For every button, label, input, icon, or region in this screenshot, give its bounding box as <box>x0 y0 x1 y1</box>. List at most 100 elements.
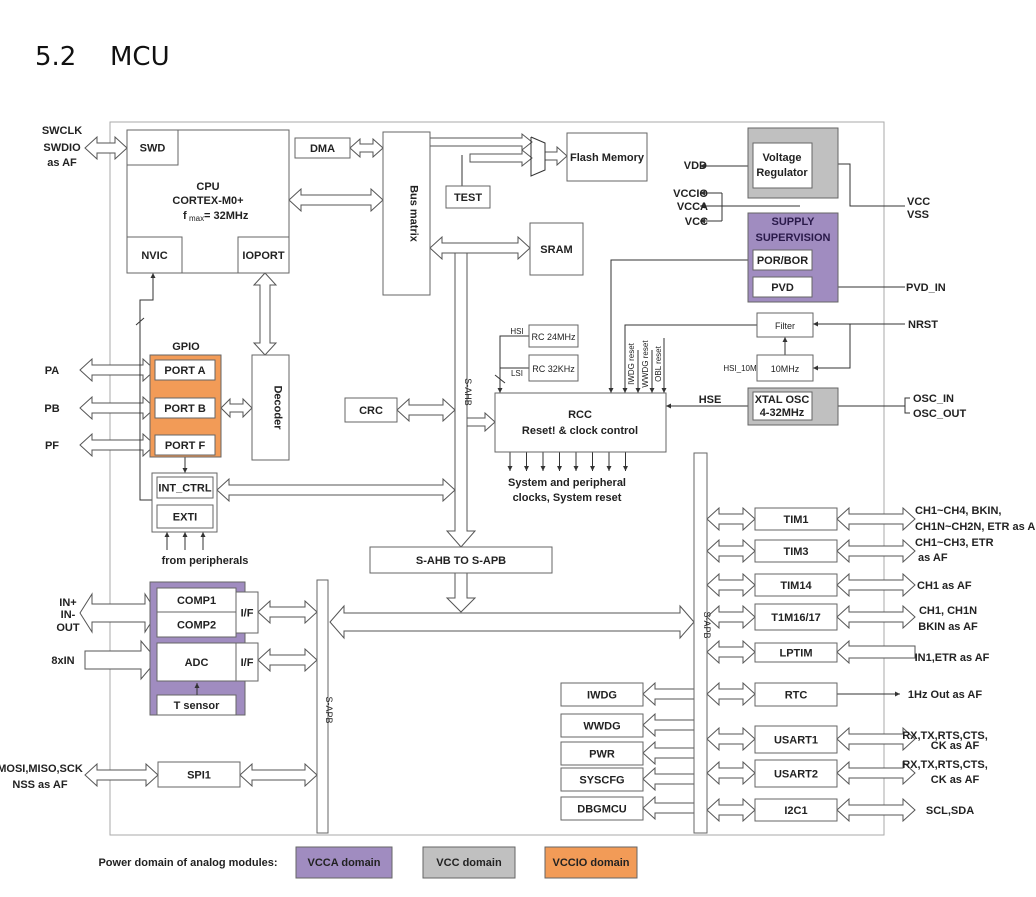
s-apb-bus-right <box>693 452 708 834</box>
test-flash-arrow <box>469 148 533 168</box>
rcc-clock-out-3-arrowhead <box>557 466 562 471</box>
lptim-block <box>754 642 838 663</box>
rc-24mhz-block-label: RC 24MHz <box>531 332 576 342</box>
comp1-block-label: COMP1 <box>177 595 216 607</box>
comp-interface-block-label: I/F <box>241 608 254 620</box>
legend-item-0: VCCA domain <box>308 857 381 869</box>
rc-32khz-block <box>528 354 579 382</box>
adc-block <box>156 642 237 682</box>
filter-block <box>756 312 814 338</box>
legend-label: Power domain of analog modules: <box>98 857 277 869</box>
cpu-fmax-sub: max <box>189 214 204 223</box>
usart1-block <box>754 725 838 754</box>
test-block <box>445 185 491 209</box>
nrst-10mhz-line-arrowhead <box>813 365 818 371</box>
vccio-line-arrowhead <box>700 190 705 196</box>
dbgmcu-block <box>560 796 644 821</box>
hsi-line-arrowhead <box>497 388 503 393</box>
por-rcc-line <box>610 259 753 393</box>
tim3-line2-signal: as AF <box>918 552 948 564</box>
irq-line-arrowhead <box>150 273 156 278</box>
intctrl-ahb-arrow <box>216 477 456 503</box>
rcc-clock-out-7-arrowhead <box>623 466 628 471</box>
vdd-signal: VDD <box>684 160 707 172</box>
iwdg-reset-line-arrowhead <box>635 388 641 393</box>
swd-af-signal: as AF <box>47 157 77 169</box>
pb-signal: PB <box>44 403 59 415</box>
lptim-block-label: LPTIM <box>780 648 813 660</box>
cpu-label: CPU <box>196 181 219 193</box>
osc10-filter-line-arrowhead <box>782 337 788 342</box>
wwdg-reset-line-arrowhead <box>649 388 655 393</box>
mux-flash-arrow <box>544 145 568 167</box>
adc-block-label: ADC <box>185 657 209 669</box>
lsi-signal: LSI <box>511 369 523 378</box>
sram-block <box>529 222 584 276</box>
obl-reset-signal: OBL reset <box>654 345 663 381</box>
nrst-line-arrowhead <box>813 321 818 327</box>
periph-io-arrow-2 <box>836 572 916 598</box>
tim16-line1-signal: CH1, CH1N <box>919 605 977 617</box>
tim3-block-label: TIM3 <box>783 546 808 558</box>
test-block-label: TEST <box>454 192 482 204</box>
periph-io-arrow-3 <box>836 604 916 630</box>
legend-swatch-0 <box>295 846 393 879</box>
s-apb-right-label: S-APB <box>702 611 712 638</box>
int-ctrl-block-label: INT_CTRL <box>158 483 211 495</box>
tim1-line1-signal: CH1~CH4, BKIN, <box>915 505 1002 517</box>
pvd-block <box>752 276 813 298</box>
pwr-block-label: PWR <box>589 749 615 761</box>
hsi-signal: HSI <box>510 327 523 336</box>
wwdg-block-label: WWDG <box>583 721 620 733</box>
por-rcc-line-arrowhead <box>608 388 614 393</box>
ioport-block-label: IOPORT <box>242 250 284 262</box>
wwdg-reset-signal: WWDG reset <box>641 340 650 388</box>
adc-in-arrow <box>84 639 158 681</box>
apb-sys-arrow-3 <box>642 766 695 792</box>
adc-interface-block-label: I/F <box>241 657 254 669</box>
sram-block-label: SRAM <box>540 244 572 256</box>
bus-matrix-block <box>382 131 431 296</box>
usart2-block-label: USART2 <box>774 769 818 781</box>
tim1-block-label: TIM1 <box>783 514 808 526</box>
irq-bus-slash <box>135 317 145 326</box>
section-heading: MCU <box>110 42 170 72</box>
rtc-out-line-arrowhead <box>895 691 900 697</box>
vcca-signal: VCCA <box>677 201 708 213</box>
s-ahb-label: S-AHB <box>463 378 473 406</box>
hse-line-arrowhead <box>666 403 671 409</box>
nvic-block <box>126 236 183 274</box>
vcc-signal: VCC <box>685 216 708 228</box>
swd-block-label: SWD <box>140 143 166 155</box>
dbgmcu-block-label: DBGMCU <box>577 804 627 816</box>
osc-out-signal: OSC_OUT <box>913 408 966 420</box>
periph-io-arrow-4 <box>836 726 916 752</box>
rc-32khz-block-label: RC 32KHz <box>532 364 575 374</box>
ahb-rcc-arrow <box>466 411 496 433</box>
osc-bracket <box>904 397 910 414</box>
ahb-apb-down-arrow <box>445 572 477 613</box>
legend-item-1: VCC domain <box>436 857 502 869</box>
usart1-block-label: USART1 <box>774 735 818 747</box>
voltage-regulator-label-1: Voltage <box>763 152 802 164</box>
port-f-block-label: PORT F <box>165 440 206 452</box>
port-b-block-label: PORT B <box>164 403 206 415</box>
gpio-exti-line-arrowhead <box>182 468 188 473</box>
temperature-sensor-block-label: T sensor <box>174 700 221 712</box>
section-number: 5.2 <box>35 42 77 72</box>
apb-sys-arrow-0 <box>642 681 695 707</box>
spi-line1-signal: MOSI,MISO,SCK <box>0 763 83 775</box>
rtc-block <box>754 682 838 707</box>
rcc-clock-out-2-arrowhead <box>540 466 546 471</box>
pf-signal: PF <box>45 440 59 452</box>
clocks-line1-signal: System and peripheral <box>508 477 626 489</box>
pvd-block-label: PVD <box>771 282 794 294</box>
usart2-line1-signal: RX,TX,RTS,CTS, <box>902 759 988 771</box>
vss-ext-signal: VSS <box>907 209 929 221</box>
out-signal: OUT <box>56 622 80 634</box>
exti-block <box>156 504 214 529</box>
hse-signal: HSE <box>699 394 722 406</box>
port-f-block <box>154 434 216 456</box>
pwr-block <box>560 741 644 766</box>
from-peripherals-label: from peripherals <box>162 555 249 567</box>
